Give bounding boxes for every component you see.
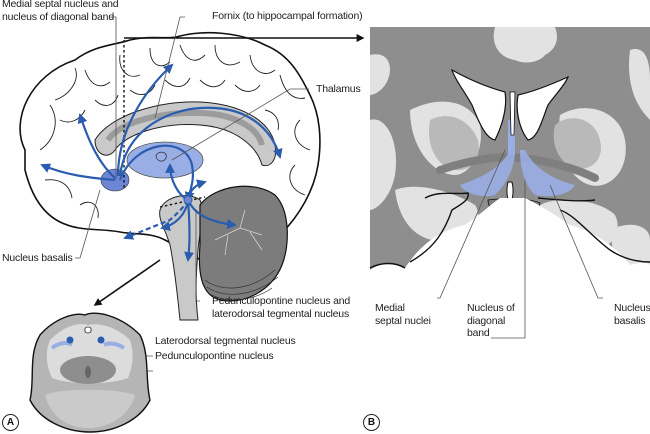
label-laterodorsal-tegmental: Laterodorsal tegmental nucleus	[155, 335, 296, 347]
label-line: Pedunculopontine nucleus and	[212, 295, 351, 307]
label-fornix: Fornix (to hippocampal formation)	[212, 10, 363, 22]
projection-arrow	[184, 199, 194, 262]
label-ppn-ldt: Pedunculopontine nucleus and laterodorsa…	[212, 295, 350, 320]
label-line: basalis	[614, 314, 646, 327]
lateral-ventricle-right	[516, 75, 570, 141]
cerebellum	[198, 185, 288, 302]
ldt-dot-left	[66, 336, 74, 344]
leader-lines-b	[437, 149, 603, 339]
panel-label-b: B	[363, 414, 380, 431]
label-line: septal nuclei	[375, 314, 431, 327]
ldt-dot-right	[97, 336, 105, 344]
label-line: nucleus of diagonal band	[2, 10, 114, 23]
label-pedunculopontine: Pedunculopontine nucleus	[155, 350, 274, 362]
label-nucleus-basalis-b: Nucleus basalis	[614, 302, 650, 327]
projection-arrow	[118, 144, 195, 202]
ppn-ldt-nucleus-dot	[183, 195, 193, 205]
label-nucleus-basalis-a: Nucleus basalis	[2, 252, 73, 264]
label-line: Nucleus of	[467, 302, 515, 314]
diagonal-band-region-left	[460, 150, 515, 197]
label-thalamus: Thalamus	[316, 83, 361, 95]
coronal-section	[369, 27, 650, 270]
pointer-to-brainstem-section	[93, 259, 161, 306]
label-line: band	[467, 327, 490, 339]
label-line: diagonal	[467, 314, 506, 327]
label-line: laterodorsal tegmental nucleus	[212, 307, 350, 320]
projection-arrow	[77, 113, 116, 179]
label-nucleus-diagonal-band: Nucleus of diagonal band	[467, 302, 515, 340]
label-line: Medial	[375, 302, 405, 314]
label-medial-septal-nuclei: Medial septal nuclei	[375, 302, 431, 327]
brainstem-cross-section	[29, 312, 151, 433]
diagonal-band-region-right	[520, 150, 575, 197]
label-medial-septal-nucleus: Medial septal nucleus and nucleus of dia…	[2, 0, 119, 23]
projection-arrow	[118, 106, 283, 177]
projection-arrow	[40, 163, 116, 182]
projection-arrow	[116, 63, 174, 177]
lateral-ventricle-left	[451, 68, 507, 141]
panel-label-a: A	[2, 414, 19, 431]
label-line: Nucleus	[614, 302, 650, 314]
label-line: Medial septal nucleus and	[2, 0, 119, 10]
brain-sagittal	[19, 32, 365, 321]
